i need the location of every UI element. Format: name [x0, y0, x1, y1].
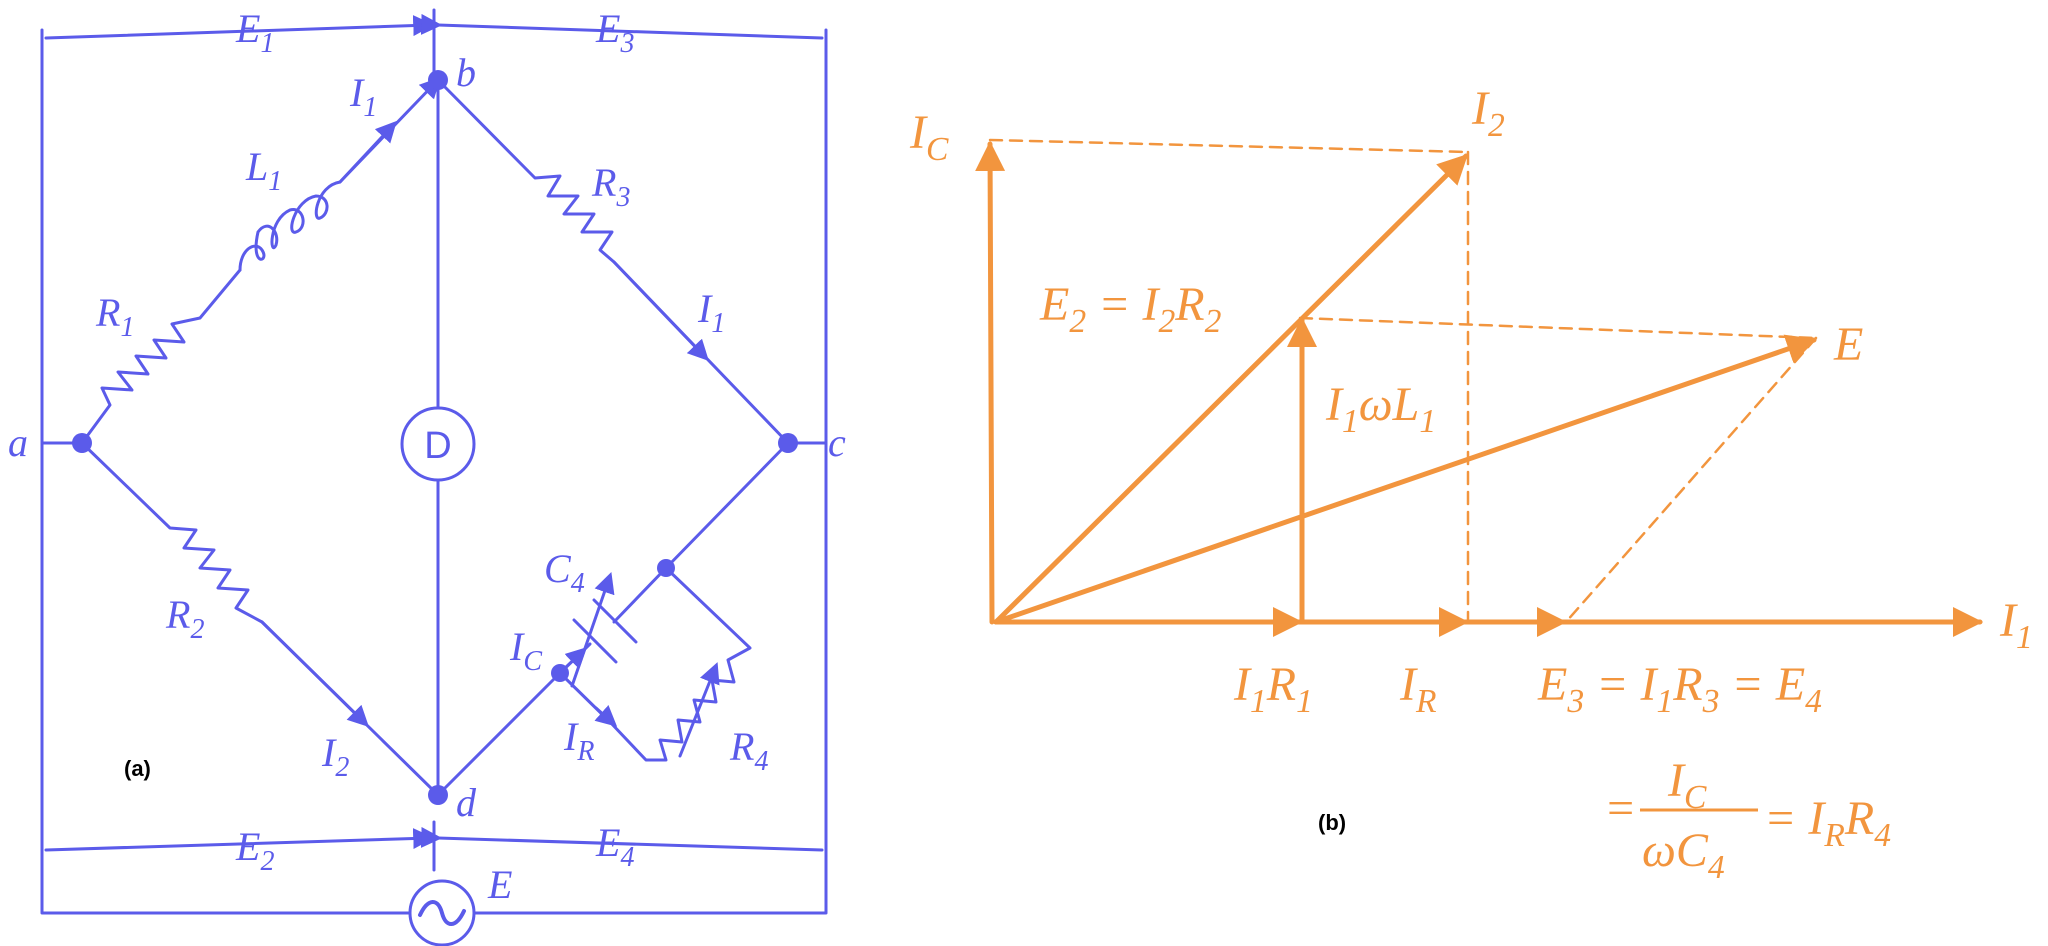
label-E3: E3 [595, 6, 634, 59]
label-b-I1wL1: I1ωL1 [1325, 378, 1436, 440]
phasor-E [993, 334, 1817, 625]
node-cap-right [657, 559, 675, 577]
label-b-frac-rhs: = IRR4 [1764, 792, 1891, 854]
dim-line-E1 [44, 15, 435, 40]
resistor-R4 [558, 566, 752, 762]
label-R3: R3 [591, 160, 630, 213]
label-b-E: E [1833, 318, 1863, 371]
label-IR: IR [563, 714, 594, 767]
label-I2: I2 [321, 730, 349, 783]
capacitor-C4 [558, 566, 668, 675]
node-cap-left [551, 664, 569, 682]
phasor-diagram [975, 138, 1983, 637]
label-b-I1-axis: I1 [1999, 594, 2033, 656]
node-a [72, 433, 92, 453]
label-node-b: b [456, 50, 476, 95]
dim-line-E4 [420, 826, 824, 852]
inductor-L1 [238, 180, 342, 272]
outer-frame [40, 441, 828, 915]
circuit-nodes [72, 70, 798, 805]
label-R2: R2 [165, 592, 204, 645]
label-b-I1R1: I1R1 [1233, 658, 1313, 720]
label-node-c: c [828, 420, 846, 465]
label-E1: E1 [235, 6, 274, 59]
label-b-IC: IC [909, 106, 949, 168]
caption-a: (a) [124, 756, 151, 781]
label-b-frac-denominator: ωC4 [1642, 824, 1725, 886]
circuit-diagram [40, 8, 828, 946]
dim-line-E2 [44, 828, 435, 852]
caption-b: (b) [1318, 810, 1346, 835]
label-E4: E4 [595, 820, 634, 873]
label-E2: E2 [235, 824, 274, 877]
label-I1-right: I1 [697, 286, 725, 339]
detector-circle [400, 406, 476, 482]
label-b-IR: IR [1399, 658, 1437, 720]
phasor-I2 [993, 153, 1469, 625]
source-symbol [418, 900, 466, 926]
label-b-E2-equation: E2 = I2R2 [1039, 278, 1222, 340]
source-circle [408, 879, 476, 946]
label-R1: R1 [95, 290, 134, 343]
node-d [428, 785, 448, 805]
dim-line-E3 [420, 13, 824, 40]
node-b [428, 70, 448, 90]
label-b-frac-numerator: IC [1667, 754, 1707, 816]
label-b-I2: I2 [1471, 82, 1505, 144]
label-source-E: E [487, 862, 512, 907]
label-L1: L1 [245, 144, 282, 197]
label-b-E3-equation: E3 = I1R3 = E4 [1537, 658, 1822, 720]
label-node-d: d [456, 780, 477, 825]
resistor-R3 [436, 78, 790, 445]
label-b-frac-lead: = [1604, 782, 1636, 835]
resistor-R2 [80, 441, 440, 797]
label-R4: R4 [729, 724, 768, 777]
resistor-R1 [80, 268, 242, 445]
node-c [778, 433, 798, 453]
phasor-IC [975, 141, 1006, 625]
label-C4: C4 [544, 546, 585, 599]
label-I1-top: I1 [349, 70, 377, 123]
label-IC: IC [509, 624, 542, 677]
detector-label: D [424, 425, 451, 467]
label-node-a: a [8, 420, 28, 465]
construction-lines [988, 138, 1818, 624]
